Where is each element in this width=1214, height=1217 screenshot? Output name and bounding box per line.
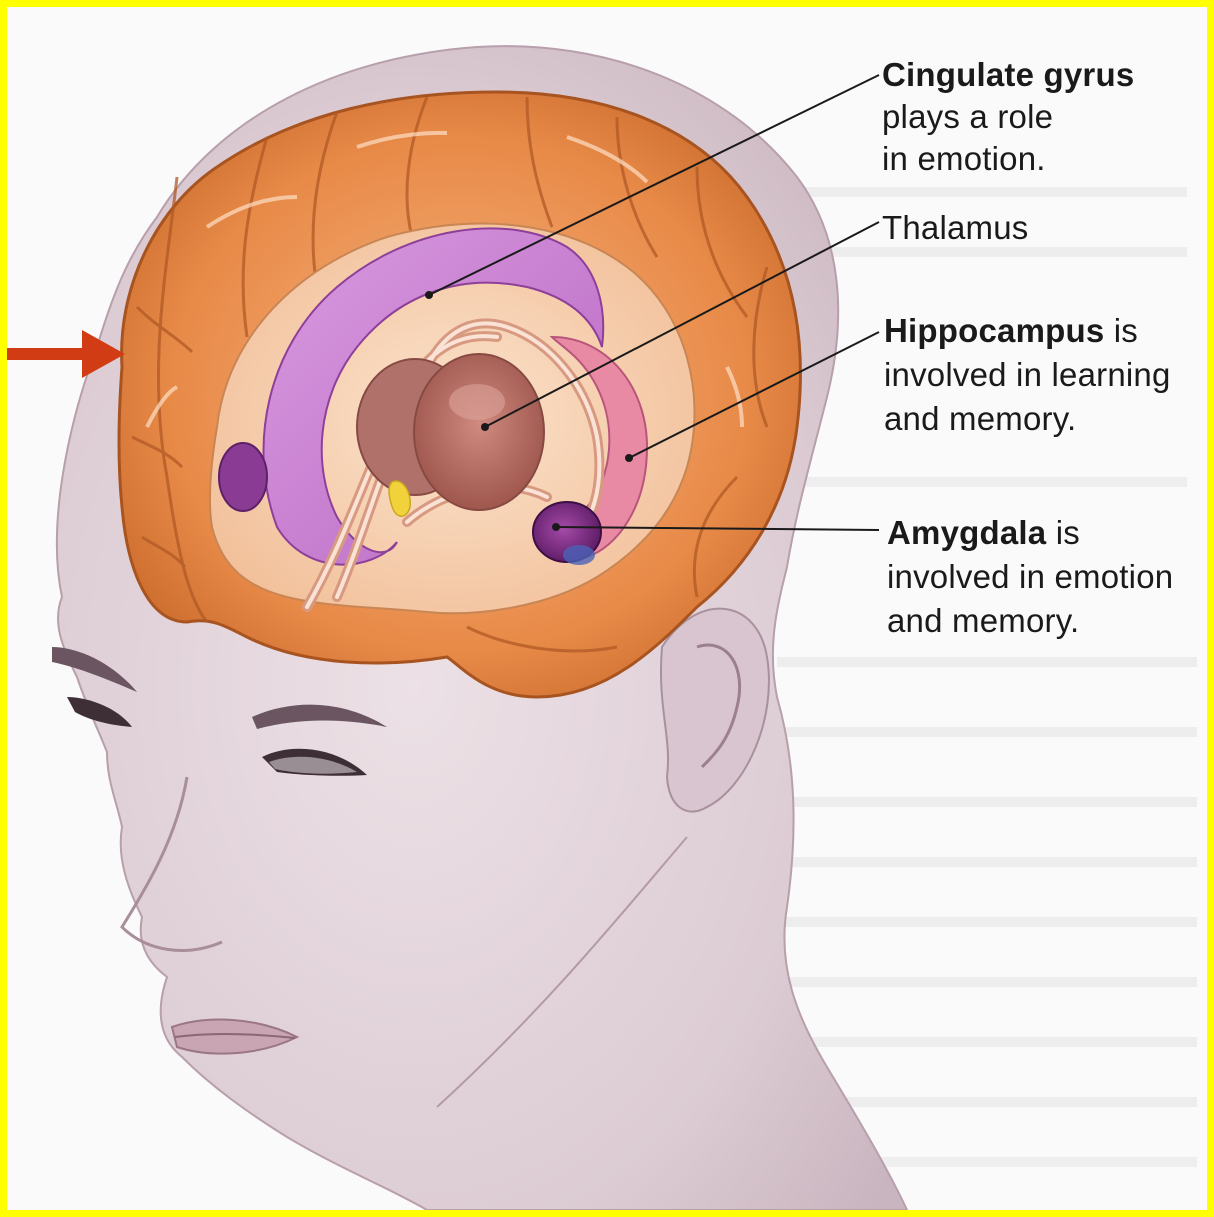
amygdala-line2: involved in emotion (887, 555, 1173, 599)
hippocampus-suffix: is (1104, 312, 1138, 349)
thalamus-name: Thalamus (882, 207, 1029, 249)
amygdala-line3: and memory. (887, 599, 1173, 643)
cingulate-gyrus-name: Cingulate gyrus (882, 56, 1134, 93)
thalamus-label: Thalamus (882, 207, 1029, 249)
amygdala-name: Amygdala (887, 514, 1046, 551)
amygdala-suffix: is (1046, 514, 1080, 551)
hippocampus-name: Hippocampus (884, 312, 1104, 349)
cingulate-gyrus-label: Cingulate gyrus plays a role in emotion. (882, 54, 1134, 180)
hippocampus-line2: involved in learning (884, 353, 1171, 397)
anterior-body (219, 443, 267, 511)
hippocampus-line3: and memory. (884, 397, 1171, 441)
cingulate-gyrus-line3: in emotion. (882, 138, 1134, 180)
amygdala-label: Amygdala is involved in emotion and memo… (887, 511, 1173, 643)
hippocampus-label: Hippocampus is involved in learning and … (884, 309, 1171, 441)
thalamus (414, 354, 544, 510)
cingulate-gyrus-line2: plays a role (882, 96, 1134, 138)
